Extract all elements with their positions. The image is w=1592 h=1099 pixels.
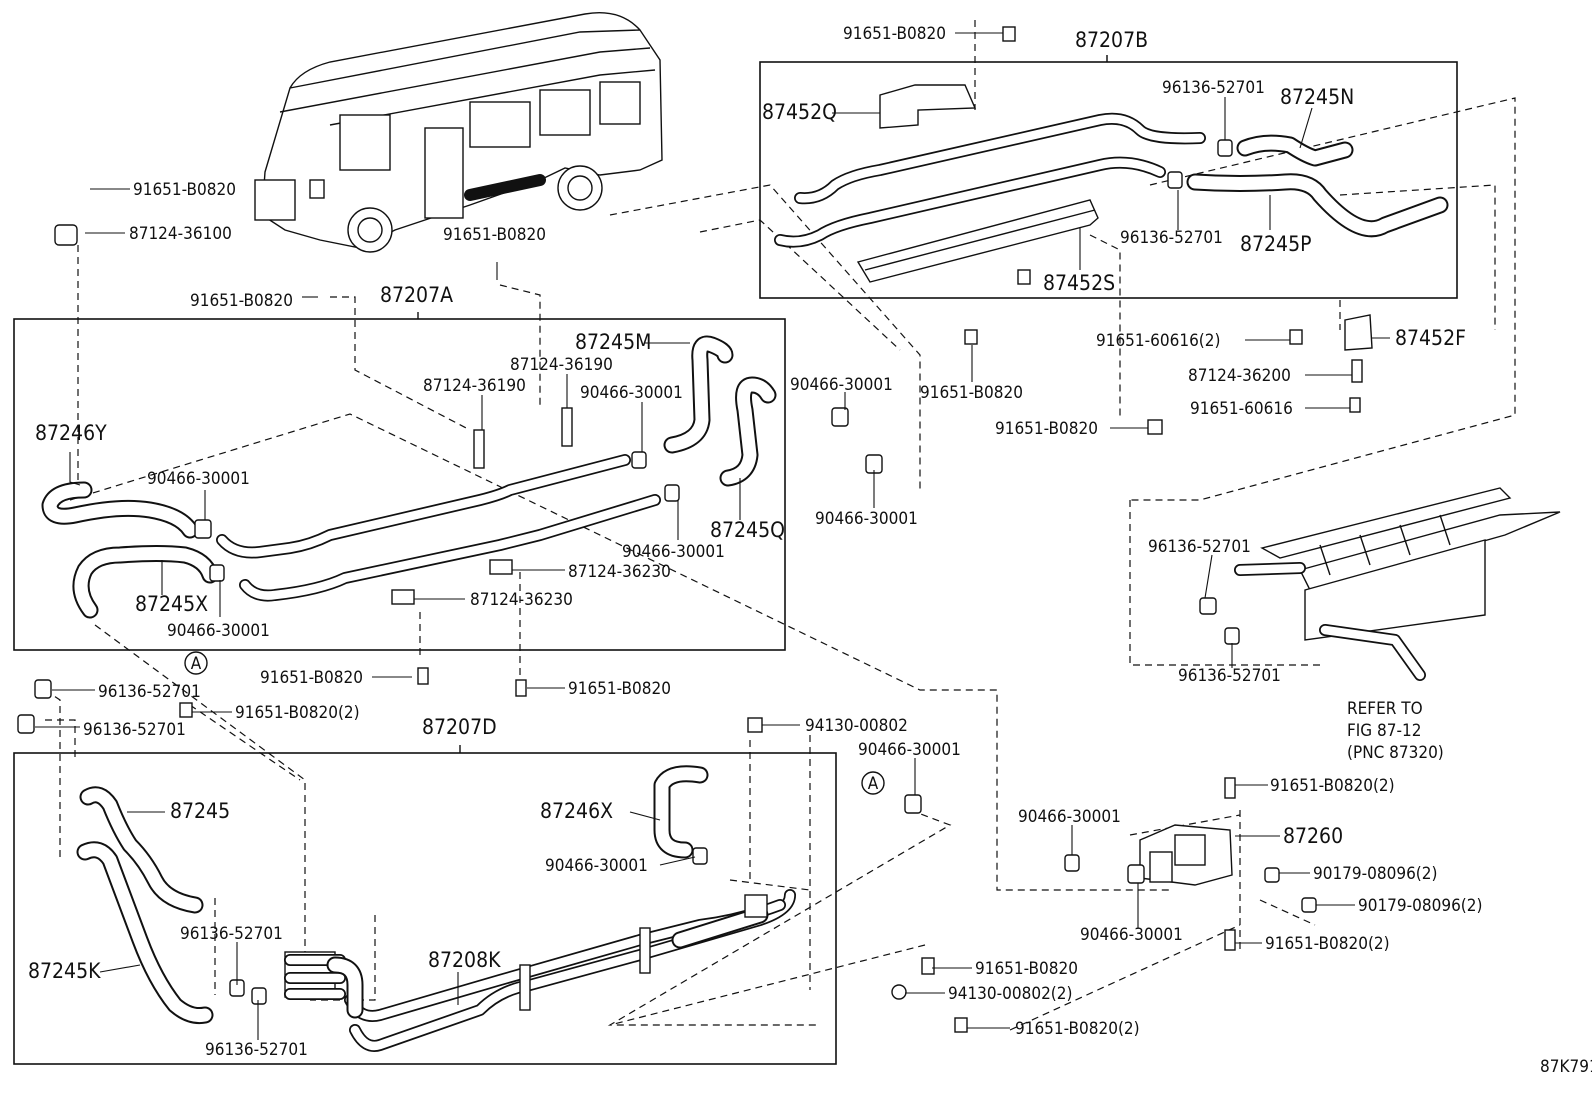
part-label: 91651-B0820(2) — [235, 703, 360, 723]
group-box-87207b — [759, 61, 1458, 299]
group-label: 87207D — [422, 715, 497, 739]
part-label: 90466-30001 — [790, 375, 893, 395]
part-label: 91651-B0820(2) — [1265, 934, 1390, 954]
group-label: 87207A — [380, 283, 453, 307]
bracket-87452q — [879, 84, 977, 129]
part-label: 91651-B0820 — [190, 291, 293, 311]
part-label: 87246Y — [35, 421, 107, 445]
valve-87260 — [1064, 777, 1317, 951]
part-label: 94130-00802(2) — [948, 984, 1072, 1004]
part-label: 90466-30001 — [545, 856, 648, 876]
part-label: 96136-52701 — [1148, 537, 1251, 557]
pipe-lower-87207b — [774, 156, 1166, 248]
part-label: 91651-60616 — [1190, 399, 1293, 419]
part-label: 91651-B0820 — [920, 383, 1023, 403]
hose-87245 — [79, 786, 204, 914]
hose-87246y — [41, 481, 199, 539]
part-label: 96136-52701 — [205, 1040, 308, 1060]
part-label: 96136-52701 — [83, 720, 186, 740]
part-label: 91651-B0820 — [995, 419, 1098, 439]
part-label: 90466-30001 — [622, 542, 725, 562]
reference-marker-a-2 — [861, 771, 885, 795]
reference-marker-a-2-label: A — [868, 774, 879, 794]
pipe-87208k — [344, 889, 796, 1052]
part-label: 87452F — [1395, 326, 1466, 350]
reference-note: FIG 87-12 — [1347, 721, 1421, 741]
part-label: 91651-B0820 — [843, 24, 946, 44]
guide-lines — [44, 20, 1516, 1031]
group-box-87207d — [13, 752, 837, 1065]
part-label: 90179-08096(2) — [1313, 864, 1437, 884]
bracket-87452f — [1344, 314, 1373, 383]
hose-87245x — [72, 545, 219, 619]
part-label: 91651-B0820 — [568, 679, 671, 699]
clamps-87207b — [964, 26, 1361, 435]
bus-illustration — [254, 12, 663, 253]
pipe-upper-87207b — [794, 112, 1206, 205]
hose-87245n — [1236, 134, 1354, 167]
part-label: 91651-60616(2) — [1096, 331, 1220, 351]
part-label: 87452S — [1043, 271, 1115, 295]
group-label: 87207B — [1075, 28, 1148, 52]
part-label: 87124-36230 — [568, 562, 671, 582]
part-label: 87208K — [428, 948, 501, 972]
part-label: 87124-36100 — [129, 224, 232, 244]
reference-note: REFER TO — [1347, 699, 1423, 719]
part-label: 91651-B0820 — [133, 180, 236, 200]
bracket-87452s — [856, 199, 1099, 283]
part-label: 96136-52701 — [98, 682, 201, 702]
clamps-87207d — [17, 667, 968, 1033]
hose-87245q — [719, 376, 777, 487]
part-label: 91651-B0820(2) — [1015, 1019, 1140, 1039]
valve-block-87207d — [229, 951, 364, 1019]
part-label: 87245 — [170, 799, 230, 823]
part-label: 87124-36190 — [510, 355, 613, 375]
part-label: 90466-30001 — [147, 469, 250, 489]
hose-87245k — [76, 841, 214, 1024]
part-label: 96136-52701 — [1162, 78, 1265, 98]
part-label: 87124-36230 — [470, 590, 573, 610]
part-labels: 91651-B0820 87124-36100 91651-B0820 9165… — [28, 24, 1482, 1060]
part-label: 87245P — [1240, 232, 1311, 256]
part-label: 91651-B0820 — [443, 225, 546, 245]
diagram-id: 87K791 — [1540, 1057, 1592, 1077]
part-label: 87260 — [1283, 824, 1343, 848]
part-label: 90466-30001 — [167, 621, 270, 641]
hose-87245p — [1186, 173, 1449, 238]
part-label: 96136-52701 — [1178, 666, 1281, 686]
leader-lines — [35, 32, 1390, 1040]
hose-87245m — [663, 335, 734, 454]
part-label: 90466-30001 — [815, 509, 918, 529]
part-label: 94130-00802 — [805, 716, 908, 736]
part-label: 91651-B0820(2) — [1270, 776, 1395, 796]
part-label: 90179-08096(2) — [1358, 896, 1482, 916]
pipe-lower-87207a — [239, 494, 661, 602]
part-label: 90466-30001 — [1018, 807, 1121, 827]
reference-marker-a-1-label: A — [191, 654, 202, 674]
part-label: 87246X — [540, 799, 613, 823]
part-label: 90466-30001 — [1080, 925, 1183, 945]
part-label: 87124-36200 — [1188, 366, 1291, 386]
part-label: 87245X — [135, 592, 208, 616]
group-box-87207a — [13, 318, 786, 651]
part-label: 90466-30001 — [858, 740, 961, 760]
heater-unit — [1199, 487, 1561, 681]
part-label: 87245Q — [710, 518, 785, 542]
part-label: 90466-30001 — [580, 383, 683, 403]
part-label: 91651-B0820 — [975, 959, 1078, 979]
reference-marker-a-1 — [184, 651, 208, 675]
pipe-upper-87207a — [216, 454, 631, 559]
part-label: 87245M — [575, 330, 651, 354]
hose-87246x — [653, 765, 709, 859]
part-label: 96136-52701 — [180, 924, 283, 944]
part-label: 91651-B0820 — [260, 668, 363, 688]
part-label: 87452Q — [762, 100, 837, 124]
part-label: 87124-36190 — [423, 376, 526, 396]
reference-note: (PNC 87320) — [1347, 743, 1444, 763]
part-label: 87245K — [28, 959, 101, 983]
part-label: 87245N — [1280, 85, 1354, 109]
clamps-87207a — [54, 224, 883, 605]
part-label: 96136-52701 — [1120, 228, 1223, 248]
